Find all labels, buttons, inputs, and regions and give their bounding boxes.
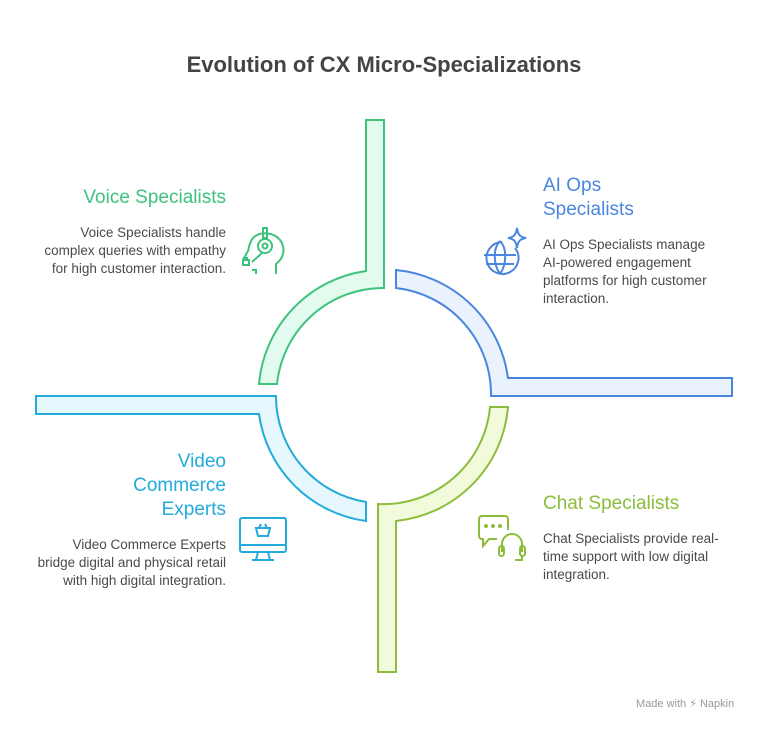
- voice-heading: Voice Specialists: [83, 187, 226, 208]
- chat-quadrant-shape: [377, 406, 510, 673]
- voice-quadrant-shape: [257, 119, 385, 385]
- chat-headset-icon: [478, 515, 526, 561]
- video-quadrant-shape: [35, 395, 367, 523]
- headset-person-icon: [242, 227, 285, 274]
- video-heading-line-2: Commerce: [133, 475, 226, 496]
- monitor-basket-icon: [239, 517, 287, 561]
- globe-sparkle-icon: [484, 227, 527, 275]
- video-heading-line-3: Experts: [161, 499, 226, 520]
- page-title: Evolution of CX Micro-Specializations: [186, 52, 582, 77]
- napkin-footer: Made with ⚡ Napkin: [636, 698, 735, 710]
- chat-heading: Chat Specialists: [543, 493, 680, 514]
- chat-description: Chat Specialists provide real-time suppo…: [543, 531, 719, 582]
- voice-description: Voice Specialists handle complex queries…: [44, 225, 226, 276]
- ai-ops-heading-line-1: AI Ops: [543, 175, 602, 196]
- video-heading-line-1: Video: [177, 451, 226, 472]
- ai-ops-description: AI Ops Specialists manage AI-powered eng…: [543, 237, 707, 306]
- ai-ops-heading: AI Ops Specialists: [543, 174, 634, 222]
- ai-ops-quadrant-shape: [395, 268, 733, 397]
- video-description: Video Commerce Experts bridge digital an…: [37, 537, 226, 588]
- ai-ops-heading-line-2: Specialists: [543, 199, 634, 220]
- video-heading: Video Commerce Experts: [30, 450, 226, 522]
